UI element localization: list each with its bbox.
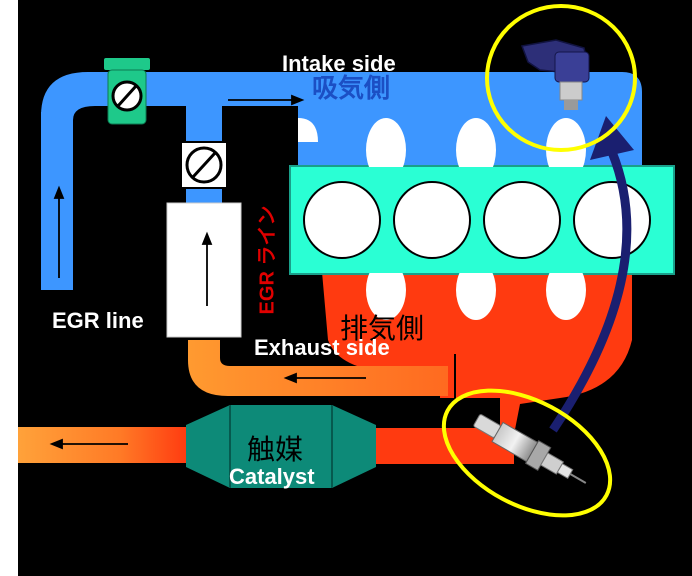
oxygen-sensor-icon	[473, 414, 587, 484]
egr-cooler	[166, 202, 242, 338]
left-margin	[0, 0, 18, 576]
intake-side-label: Intake side	[282, 51, 396, 76]
throttle-valve-icon	[104, 58, 150, 125]
intake-pressure-sensor-icon	[520, 39, 590, 110]
signal-arrow	[549, 150, 632, 433]
exhaust-pipe-left	[18, 427, 188, 463]
exhaust-side-jp-label: 排気側	[340, 313, 425, 344]
egr-line-label: EGR line	[52, 308, 144, 333]
cylinder	[393, 181, 471, 259]
egr-exhaust-pipe	[188, 340, 448, 396]
exhaust-ports	[366, 260, 586, 320]
catalyst-label: Catalyst	[229, 464, 315, 489]
exhaust-manifold	[322, 272, 632, 455]
signal-arrow-head	[590, 116, 634, 160]
catalyst-converter	[186, 405, 376, 488]
intake-side-jp-label: 吸気側	[312, 73, 391, 103]
flow-arrows	[49, 94, 366, 450]
exhaust-side-label: Exhaust side	[254, 335, 390, 360]
egr-valve-icon	[180, 141, 228, 189]
catalyst-jp-label: 触媒	[247, 434, 304, 465]
cylinder	[573, 181, 651, 259]
cylinder	[483, 181, 561, 259]
cylinder	[303, 181, 381, 259]
o2-sensor-highlight-ring	[441, 388, 613, 518]
egr-line-jp-label: EGR ライン	[256, 205, 279, 315]
intake-sensor-highlight-ring	[485, 4, 637, 152]
